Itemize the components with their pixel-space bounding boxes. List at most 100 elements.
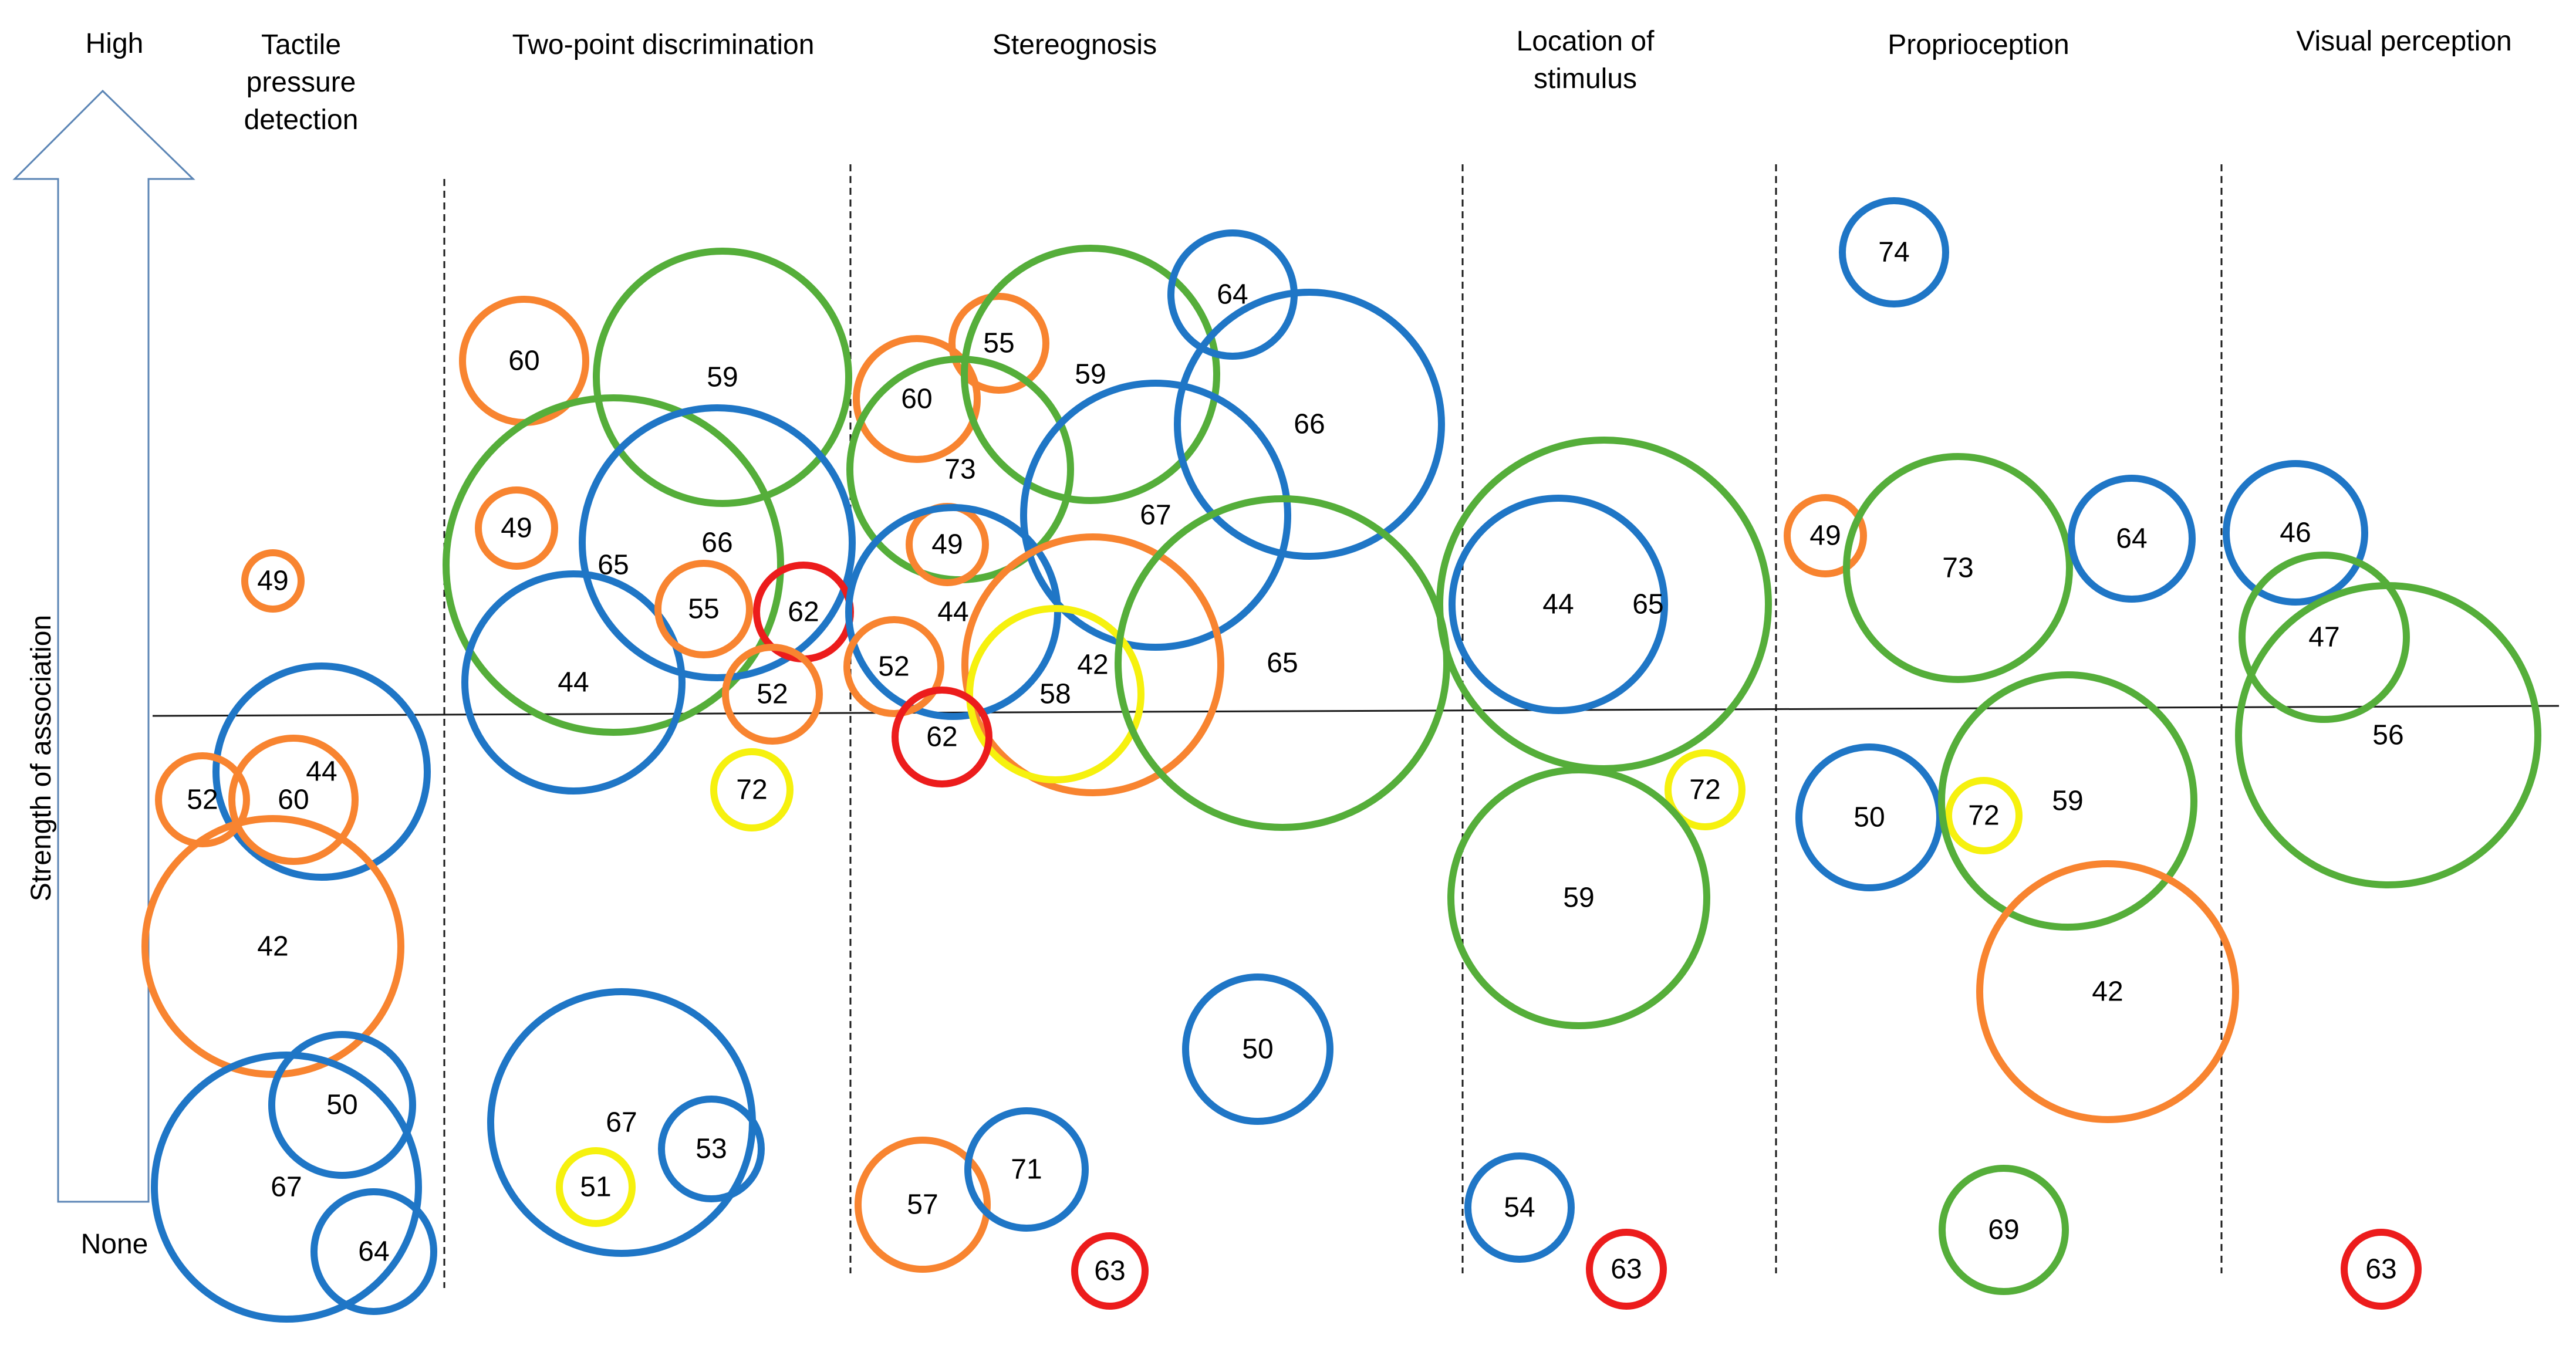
y-axis-label: Strength of association [26, 615, 57, 901]
bubble-label-proprioception-74: 74 [1878, 237, 1909, 268]
bubble-label-stereognosis-42: 42 [1077, 650, 1108, 681]
bubble-label-visual-47: 47 [2308, 622, 2339, 653]
column-title-two-point: Two-point discrimination [512, 29, 815, 60]
bubble-two-point-66-blue [579, 404, 856, 681]
bubble-label-tactile-42: 42 [257, 931, 288, 962]
bubble-label-two-point-52: 52 [757, 679, 788, 710]
bubble-label-proprioception-69: 69 [1988, 1215, 2019, 1246]
bubble-label-location-59: 59 [1563, 883, 1594, 914]
bubble-label-location-65: 65 [1632, 589, 1663, 620]
bubble-two-point-55-orange [654, 560, 753, 658]
bubble-two-point-44-blue [461, 570, 686, 795]
bubble-stereognosis-65-green [1115, 495, 1450, 831]
bubble-proprioception-74-blue [1839, 197, 1949, 307]
bubble-label-stereognosis-65: 65 [1267, 648, 1298, 679]
bubble-label-stereognosis-50: 50 [1242, 1034, 1273, 1065]
bubble-label-stereognosis-59: 59 [1075, 359, 1106, 390]
bubble-label-tactile-49: 49 [257, 566, 288, 597]
bubble-label-two-point-72: 72 [736, 775, 767, 806]
bubble-label-tactile-67: 67 [271, 1172, 302, 1203]
bubble-stereognosis-71-blue [964, 1107, 1089, 1232]
bubble-label-proprioception-64: 64 [2116, 523, 2147, 555]
bubble-label-two-point-53: 53 [696, 1134, 727, 1165]
bubble-label-two-point-67: 67 [606, 1107, 637, 1138]
bubble-label-two-point-62: 62 [788, 597, 819, 628]
bubble-label-visual-56: 56 [2372, 720, 2403, 751]
bubble-label-stereognosis-49: 49 [931, 529, 963, 560]
bubble-label-proprioception-59: 59 [2052, 786, 2083, 817]
bubble-group-tactile: 49 44 52 60 42 50 67 64 [141, 549, 437, 1323]
bubble-proprioception-49-orange [1784, 494, 1867, 577]
bubble-visual-63-red [2341, 1229, 2422, 1310]
bubble-proprioception-59-green [1938, 671, 2197, 931]
bubble-label-stereognosis-63: 63 [1094, 1256, 1125, 1287]
bubble-label-tactile-52: 52 [187, 785, 218, 816]
column-title-tactile-line-1: Tactile [261, 29, 341, 60]
column-title-visual: Visual perception [2296, 26, 2511, 57]
bubble-stereognosis-63-red [1071, 1232, 1149, 1310]
column-title-tactile-line-2: pressure [247, 67, 356, 98]
bubble-two-point-59-green [593, 248, 852, 507]
bubble-label-stereognosis-52: 52 [878, 651, 909, 682]
bubble-label-proprioception-72: 72 [1968, 800, 1999, 831]
column-title-tactile-line-3: detection [244, 104, 359, 136]
bubble-proprioception-73-green [1843, 453, 2073, 683]
column-title-stereognosis: Stereognosis [992, 29, 1157, 60]
bubble-label-stereognosis-58: 58 [1039, 679, 1071, 710]
bubble-two-point-52-orange [722, 644, 823, 745]
bubble-label-proprioception-73: 73 [1942, 553, 1973, 584]
bubble-tactile-49-orange [241, 549, 305, 613]
bubble-visual-56-green [2235, 582, 2541, 888]
bubble-proprioception-72-yellow [1945, 777, 2023, 854]
bubble-label-two-point-65: 65 [597, 550, 629, 581]
bubble-location-54-blue [1464, 1152, 1575, 1263]
bubble-stereognosis-60-orange [853, 335, 981, 463]
bubble-two-point-51-yellow [556, 1147, 636, 1227]
bubble-stereognosis-57-orange [855, 1137, 991, 1273]
bubble-label-two-point-59: 59 [707, 362, 738, 393]
high-label: High [86, 28, 144, 59]
bubble-two-point-65-green [443, 394, 784, 736]
bubble-label-stereognosis-57: 57 [907, 1189, 938, 1221]
bubble-stereognosis-42-orange [961, 533, 1224, 796]
bubble-location-65-green [1436, 437, 1772, 772]
bubble-tactile-60-orange [228, 735, 359, 865]
bubble-label-stereognosis-55: 55 [983, 328, 1014, 359]
bubble-tactile-64-blue [310, 1188, 437, 1315]
bubble-label-tactile-44: 44 [306, 756, 337, 787]
bubble-tactile-67-blue [151, 1052, 422, 1323]
bubble-two-point-49-orange [475, 486, 558, 570]
bubble-label-proprioception-49: 49 [1809, 520, 1841, 552]
bubble-label-stereognosis-44: 44 [937, 597, 968, 628]
bubble-label-tactile-50: 50 [326, 1090, 357, 1121]
bubble-label-proprioception-42: 42 [2092, 976, 2123, 1008]
bubble-stereognosis-66-blue [1174, 289, 1445, 560]
bubble-label-stereognosis-62: 62 [926, 722, 957, 753]
bubble-label-two-point-66: 66 [701, 528, 732, 559]
bubble-tactile-50-blue [268, 1031, 416, 1179]
bubble-label-location-72: 72 [1689, 775, 1720, 806]
bubble-proprioception-64-blue [2068, 475, 2196, 603]
strength-arrow [12, 89, 195, 1203]
bubble-two-point-72-yellow [710, 748, 794, 831]
bubble-stereognosis-50-blue [1182, 973, 1333, 1125]
bubble-location-72-yellow [1665, 749, 1746, 830]
midline [152, 705, 2560, 717]
bubble-location-44-blue [1449, 495, 1668, 714]
none-label: None [81, 1229, 148, 1260]
bubble-stereognosis-67-blue [1020, 380, 1291, 651]
bubble-label-location-44: 44 [1542, 589, 1574, 620]
column-dividers [443, 164, 2223, 1288]
bubble-label-stereognosis-71: 71 [1011, 1154, 1042, 1185]
bubble-tactile-44-blue [212, 662, 431, 881]
bubble-visual-46-blue [2223, 460, 2368, 606]
bubble-label-tactile-64: 64 [358, 1236, 389, 1267]
bubble-location-63-red [1586, 1229, 1667, 1310]
bubble-proprioception-42-orange [1976, 860, 2239, 1123]
bubble-label-tactile-60: 60 [278, 785, 309, 816]
bubble-label-stereognosis-60: 60 [901, 384, 932, 415]
